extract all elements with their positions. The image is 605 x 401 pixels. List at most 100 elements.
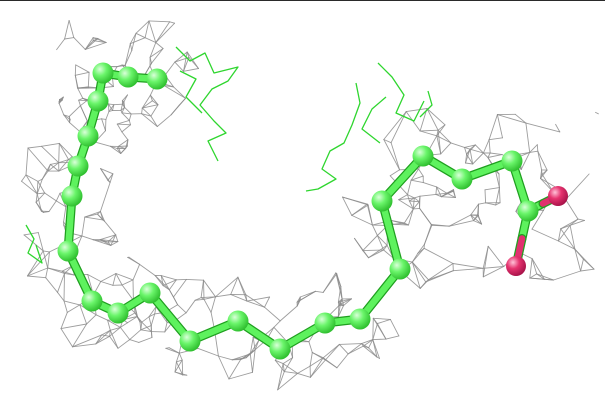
- mesh-edge: [155, 22, 176, 43]
- mesh-edge: [107, 173, 114, 181]
- mesh-edge: [97, 38, 107, 43]
- oxygen-atom: [506, 256, 526, 276]
- mesh-edge: [482, 266, 505, 278]
- carbon-atom: [87, 90, 109, 112]
- mesh-edge: [452, 263, 484, 269]
- mesh-edge: [128, 119, 131, 126]
- mesh-edge: [141, 113, 152, 117]
- mesh-edge: [101, 118, 107, 120]
- mesh-edge: [109, 326, 121, 337]
- mesh-edge: [60, 323, 88, 330]
- mesh-edge: [553, 270, 582, 281]
- mesh-edge: [246, 300, 265, 308]
- mesh-edge: [537, 150, 543, 171]
- mesh-edge: [121, 106, 126, 114]
- mesh-edge: [155, 21, 171, 43]
- mesh-edge: [116, 123, 131, 126]
- mesh-edge: [81, 216, 86, 237]
- mesh-edge: [185, 278, 204, 281]
- mesh-edge: [139, 321, 142, 331]
- mesh-edge: [368, 244, 388, 259]
- mesh-edge: [407, 194, 410, 202]
- mesh-edge: [107, 319, 111, 331]
- mesh-edge: [408, 200, 414, 210]
- mesh-edge: [376, 235, 388, 246]
- mesh-edge: [119, 322, 128, 328]
- mesh-edge: [217, 355, 230, 380]
- mesh-edge: [79, 100, 88, 107]
- mesh-edge: [68, 116, 71, 121]
- mesh-edge: [410, 179, 424, 184]
- mesh-edge: [78, 99, 81, 107]
- mesh-edge: [107, 234, 117, 243]
- mesh-edge: [436, 186, 442, 198]
- mesh-edge: [529, 277, 545, 280]
- mesh-edge: [254, 339, 260, 351]
- mesh-edge: [140, 329, 152, 333]
- mesh-edge: [149, 42, 157, 58]
- mesh-edge: [470, 214, 483, 225]
- mesh-edge: [149, 94, 159, 106]
- carbon-atom: [227, 310, 249, 332]
- ligand-fragment: [179, 70, 203, 114]
- mesh-edge: [168, 289, 174, 298]
- mesh-edge: [482, 245, 489, 278]
- mesh-edge: [426, 108, 446, 126]
- mesh-edge: [482, 266, 505, 269]
- mesh-edge: [124, 106, 132, 115]
- mesh-edge: [341, 298, 345, 306]
- mesh-edge: [47, 267, 65, 274]
- mesh-edge: [419, 193, 437, 197]
- mesh-edge: [347, 343, 363, 355]
- carbon-atom: [371, 190, 393, 212]
- mesh-edge: [109, 173, 114, 183]
- mesh-edge: [78, 99, 88, 102]
- mesh-edge: [141, 107, 143, 115]
- mesh-edge: [309, 357, 324, 367]
- mesh-edge: [569, 219, 585, 226]
- mesh-edge: [185, 299, 196, 314]
- mesh-edge: [141, 100, 153, 109]
- mesh-edge: [453, 189, 456, 198]
- mesh-edge: [437, 129, 452, 144]
- mesh-edge: [121, 103, 126, 108]
- mesh-edge: [440, 192, 448, 198]
- mesh-edge: [129, 339, 140, 343]
- mesh-edge: [299, 290, 316, 298]
- neighbor-ligand-lines: [25, 46, 433, 264]
- mesh-edge: [299, 290, 316, 301]
- mesh-edge: [99, 182, 111, 212]
- mesh-edge: [529, 258, 533, 279]
- mesh-edge: [35, 201, 44, 213]
- mesh-edge: [273, 320, 281, 328]
- mesh-edge: [77, 87, 84, 99]
- mesh-edge: [435, 193, 442, 198]
- mesh-edge: [338, 343, 363, 345]
- mesh-edge: [574, 248, 582, 272]
- mesh-edge: [411, 261, 429, 281]
- mesh-edge: [419, 207, 432, 225]
- ligand-fragment: [25, 224, 43, 264]
- mesh-edge: [168, 347, 180, 354]
- mesh-edge: [174, 51, 188, 63]
- mesh-edge: [383, 249, 394, 259]
- mesh-edge: [164, 321, 168, 333]
- mesh-edge: [150, 313, 156, 327]
- mesh-edge: [383, 139, 401, 171]
- mesh-edge: [81, 235, 94, 241]
- mesh-edge: [25, 174, 38, 195]
- mesh-edge: [84, 213, 98, 218]
- mesh-edge: [470, 214, 475, 222]
- mesh-edge: [66, 304, 81, 313]
- mesh-edge: [148, 306, 157, 318]
- mesh-edge: [565, 199, 579, 220]
- mesh-edge: [45, 277, 58, 293]
- mesh-edge: [151, 48, 164, 64]
- mesh-edge: [72, 323, 88, 348]
- mesh-edge: [337, 305, 345, 318]
- mesh-edge: [383, 244, 388, 251]
- carbon-atom: [92, 62, 114, 84]
- mesh-edge: [56, 38, 66, 51]
- mesh-edge: [371, 224, 378, 236]
